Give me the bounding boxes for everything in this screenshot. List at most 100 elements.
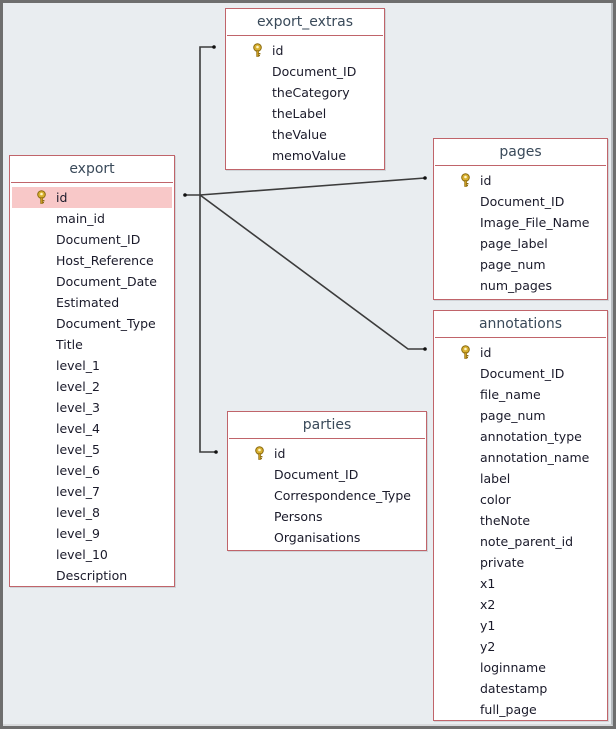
key-icon [255,446,264,460]
field-name: id [480,173,492,188]
field-row[interactable]: Document_ID [436,363,605,384]
relationship-line-annotations[interactable] [199,194,425,350]
field-row[interactable]: loginname [436,657,605,678]
field-name: Correspondence_Type [274,488,411,503]
field-name: main_id [56,211,105,226]
field-row[interactable]: level_3 [12,397,172,418]
table-title[interactable]: export [11,156,173,183]
field-name: Organisations [274,530,361,545]
field-row[interactable]: level_9 [12,523,172,544]
field-name: Document_Type [56,316,156,331]
field-row[interactable]: note_parent_id [436,531,605,552]
field-row[interactable]: Description [12,565,172,586]
field-row[interactable]: level_8 [12,502,172,523]
field-row[interactable]: x2 [436,594,605,615]
field-row[interactable]: theCategory [228,82,382,103]
field-row[interactable]: level_2 [12,376,172,397]
field-row[interactable]: memoValue [228,145,382,166]
table-title[interactable]: annotations [435,311,606,338]
field-row[interactable]: Persons [230,506,424,527]
field-name: color [480,492,511,507]
key-icon [37,190,46,204]
field-name: annotation_name [480,450,590,465]
relationship-endpoint [212,45,216,49]
field-row[interactable]: level_10 [12,544,172,565]
field-row[interactable]: Document_Type [12,313,172,334]
field-name: theValue [272,127,327,142]
relationship-line-pages[interactable] [185,177,426,196]
field-row[interactable]: page_num [436,254,605,275]
field-name: Document_ID [480,366,565,381]
field-row[interactable]: main_id [12,208,172,229]
field-row[interactable]: Correspondence_Type [230,485,424,506]
field-row[interactable]: annotation_type [436,426,605,447]
field-row[interactable]: label [436,468,605,489]
field-row[interactable]: Document_ID [228,61,382,82]
field-row[interactable]: Estimated [12,292,172,313]
field-row[interactable]: Document_Date [12,271,172,292]
field-name: x1 [480,576,496,591]
field-name: level_5 [56,442,100,457]
field-name: id [272,43,284,58]
field-row[interactable]: level_6 [12,460,172,481]
field-row[interactable]: color [436,489,605,510]
table-title[interactable]: parties [229,412,425,439]
field-name: page_num [480,408,546,423]
field-row[interactable]: Title [12,334,172,355]
field-row[interactable]: page_label [436,233,605,254]
field-row[interactable]: y2 [436,636,605,657]
field-row[interactable]: Host_Reference [12,250,172,271]
field-row[interactable]: id [228,40,382,61]
field-name: Host_Reference [56,253,154,268]
relationship-line-export-extras[interactable] [199,46,214,195]
field-row[interactable]: level_5 [12,439,172,460]
field-row[interactable]: full_page [436,699,605,720]
field-row[interactable]: id [436,170,605,191]
field-name: id [480,345,492,360]
field-name: private [480,555,525,570]
field-row[interactable]: id [436,342,605,363]
field-row[interactable]: y1 [436,615,605,636]
field-name: Description [56,568,128,583]
field-row[interactable]: datestamp [436,678,605,699]
table-title[interactable]: pages [435,139,606,166]
field-row[interactable]: Organisations [230,527,424,548]
table-title[interactable]: export_extras [227,9,383,36]
key-icon [253,43,262,57]
field-row[interactable]: Document_ID [230,464,424,485]
field-row[interactable]: id [230,443,424,464]
field-row[interactable]: theValue [228,124,382,145]
field-name: Document_ID [480,194,565,209]
field-row[interactable]: Image_File_Name [436,212,605,233]
field-name: Title [56,337,83,352]
relationship-line-parties[interactable] [199,195,216,453]
field-row[interactable]: theLabel [228,103,382,124]
field-row[interactable]: Document_ID [436,191,605,212]
field-row[interactable]: private [436,552,605,573]
field-name: memoValue [272,148,347,163]
relationship-endpoint [214,450,218,454]
field-name: annotation_type [480,429,582,444]
field-row[interactable]: id [12,187,172,208]
field-name: num_pages [480,278,553,293]
field-row[interactable]: annotation_name [436,447,605,468]
field-row[interactable]: page_num [436,405,605,426]
field-name: label [480,471,511,486]
field-name: full_page [480,702,537,717]
field-row[interactable]: level_7 [12,481,172,502]
field-row[interactable]: file_name [436,384,605,405]
field-row[interactable]: level_4 [12,418,172,439]
field-row[interactable]: num_pages [436,275,605,296]
field-row[interactable]: Document_ID [12,229,172,250]
field-row[interactable]: theNote [436,510,605,531]
field-row[interactable]: x1 [436,573,605,594]
field-row[interactable]: level_1 [12,355,172,376]
